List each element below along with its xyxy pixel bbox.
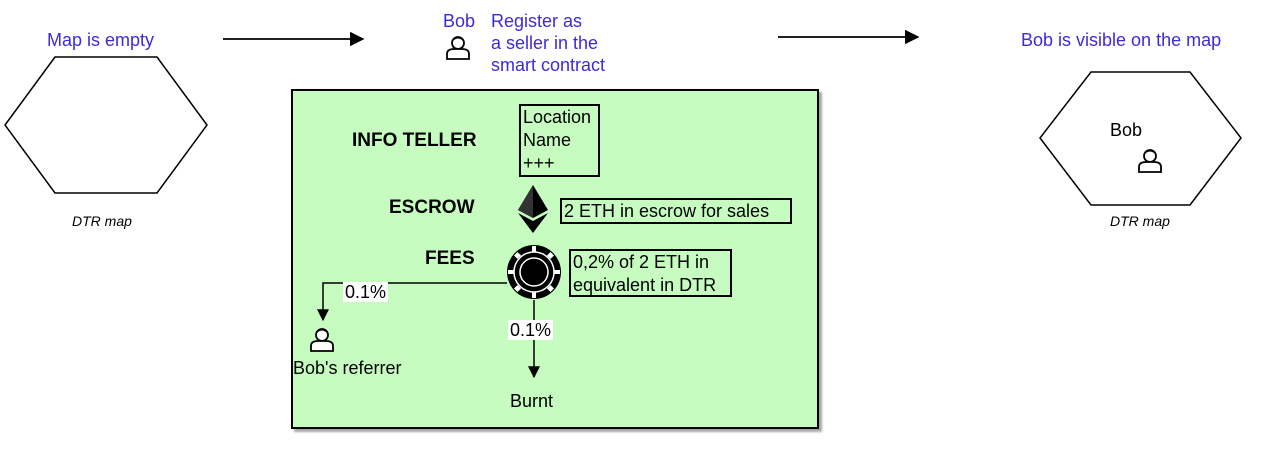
info-teller-box: Location Name +++ <box>519 104 600 177</box>
right-state-title: Bob is visible on the map <box>1021 30 1222 50</box>
right-map-caption: DTR map <box>1110 213 1170 229</box>
action-actor: Bob <box>443 11 476 31</box>
fees-box: 0,2% of 2 ETH in equivalent in DTR <box>569 249 732 297</box>
user-icon <box>446 36 470 60</box>
chip-icon <box>507 245 561 299</box>
user-icon <box>1138 149 1162 173</box>
map-hexagon-with-bob <box>1039 71 1242 206</box>
burnt-label: Burnt <box>510 391 554 411</box>
escrow-box: 2 ETH in escrow for sales <box>560 198 792 224</box>
user-icon <box>310 328 334 352</box>
map-hexagon-empty <box>4 56 208 194</box>
referrer-share-label: 0.1% <box>343 282 389 302</box>
action-description: Register as a seller in the smart contra… <box>491 11 606 75</box>
info-teller-label: INFO TELLER <box>352 130 477 151</box>
right-map-actor: Bob <box>1110 120 1143 140</box>
escrow-label: ESCROW <box>389 197 475 218</box>
referrer-label: Bob's referrer <box>293 358 402 378</box>
left-map-caption: DTR map <box>72 213 132 229</box>
ethereum-icon <box>518 185 548 233</box>
fees-label: FEES <box>425 248 475 269</box>
left-state-title: Map is empty <box>47 30 155 50</box>
burn-share-label: 0.1% <box>508 320 554 340</box>
